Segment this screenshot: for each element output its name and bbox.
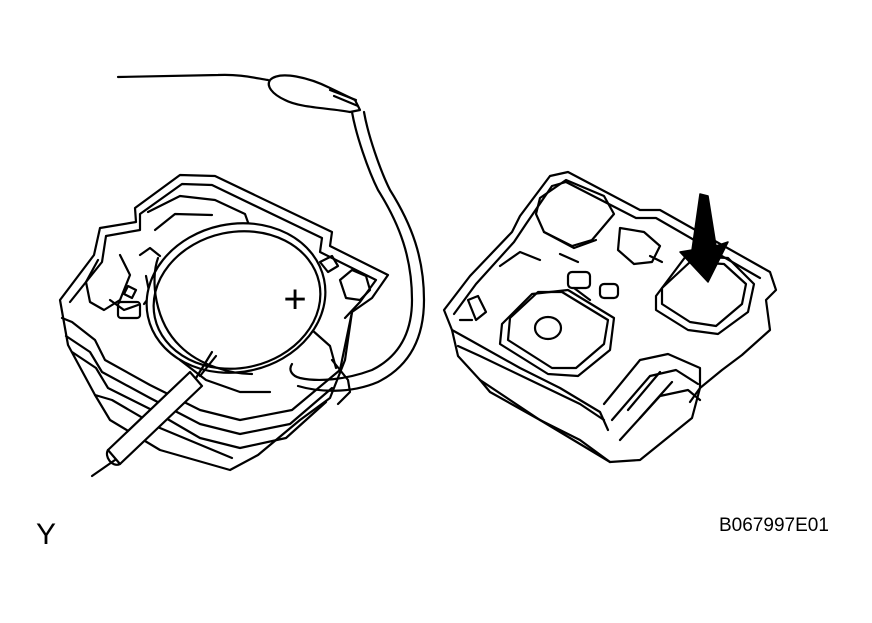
upper-button [534,178,616,248]
press-arrow [679,193,729,283]
view-letter-label: Y [36,518,57,551]
test-probe [90,350,218,478]
battery-positive-mark: + [283,278,306,322]
test-lead [116,73,426,392]
left-clip-slot [116,300,142,320]
figure-code-label: B067997E01 [719,515,829,536]
coin-battery [145,222,327,376]
button-dimple [533,315,563,341]
right-clip [338,268,372,302]
right-key-case [442,170,778,464]
